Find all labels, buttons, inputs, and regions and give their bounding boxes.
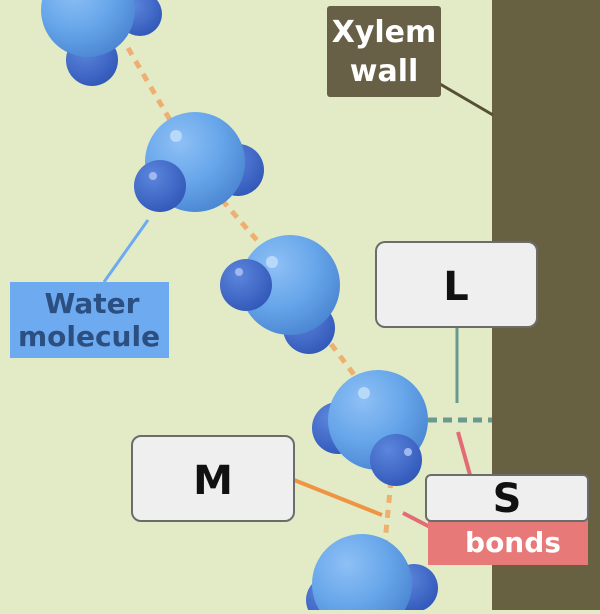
water-molecule bbox=[312, 370, 428, 486]
cohesion-bond bbox=[220, 198, 264, 248]
water-molecule bbox=[220, 235, 340, 354]
water-label-line2: molecule bbox=[18, 320, 160, 353]
xylem-label-leader bbox=[439, 82, 494, 117]
label-s-box bbox=[425, 474, 589, 522]
bonds-label-box bbox=[428, 515, 588, 565]
xylem-label-line2: wall bbox=[350, 54, 419, 89]
label-m: M bbox=[193, 458, 233, 504]
cohesion-bond bbox=[382, 479, 394, 543]
water-label-line1: Water bbox=[45, 287, 140, 320]
label-m-box bbox=[131, 435, 295, 522]
water-label-box bbox=[10, 282, 169, 358]
cohesion-bonds bbox=[125, 46, 394, 543]
label-s-leader-top bbox=[456, 431, 472, 476]
label-l-box bbox=[375, 241, 538, 328]
cohesion-bond bbox=[125, 46, 173, 122]
label-m-leader bbox=[293, 478, 383, 517]
label-l: L bbox=[443, 264, 469, 310]
xylem-label-line1: Xylem bbox=[332, 15, 437, 50]
xylem-label-box bbox=[327, 6, 441, 97]
water-molecule bbox=[134, 112, 264, 212]
cohesion-bond bbox=[320, 330, 360, 382]
bonds-label: bonds bbox=[465, 526, 561, 559]
water-molecule bbox=[306, 534, 438, 614]
water-molecule bbox=[41, 0, 162, 86]
water-label-leader bbox=[102, 219, 150, 283]
label-s-leader-left bbox=[402, 511, 431, 529]
label-s: S bbox=[493, 476, 522, 522]
